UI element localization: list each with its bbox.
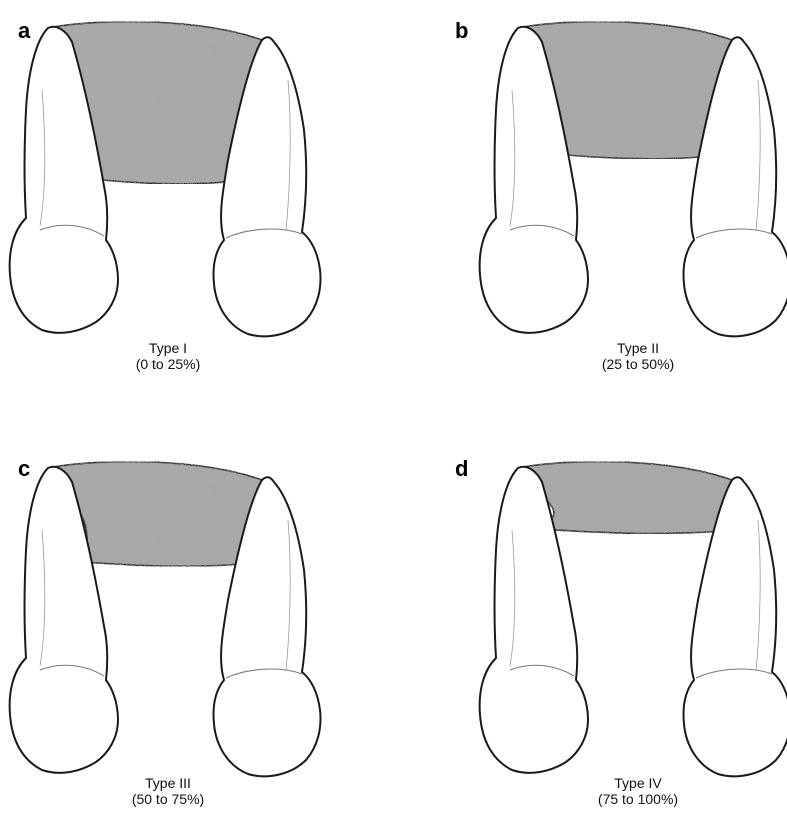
range-label: (50 to 75%)	[88, 791, 248, 807]
type-label: Type I	[88, 340, 248, 356]
panel-letter: d	[455, 456, 468, 482]
panel-caption: Type IV (75 to 100%)	[558, 775, 718, 807]
panel-letter: b	[455, 18, 468, 44]
panel-a: a Type I (0 to 25%)	[0, 0, 380, 400]
range-label: (25 to 50%)	[558, 356, 718, 372]
range-label: (0 to 25%)	[88, 356, 248, 372]
type-label: Type IV	[558, 775, 718, 791]
panel-c: c Type III (50 to 75%)	[0, 440, 380, 840]
type-label: Type III	[88, 775, 248, 791]
type-label: Type II	[558, 340, 718, 356]
panel-caption: Type III (50 to 75%)	[88, 775, 248, 807]
panel-caption: Type II (25 to 50%)	[558, 340, 718, 372]
panel-b: b Type II (25 to 50%)	[470, 0, 787, 400]
panel-caption: Type I (0 to 25%)	[88, 340, 248, 372]
range-label: (75 to 100%)	[558, 791, 718, 807]
panel-d: d Type IV (75 to 100%)	[470, 440, 787, 840]
